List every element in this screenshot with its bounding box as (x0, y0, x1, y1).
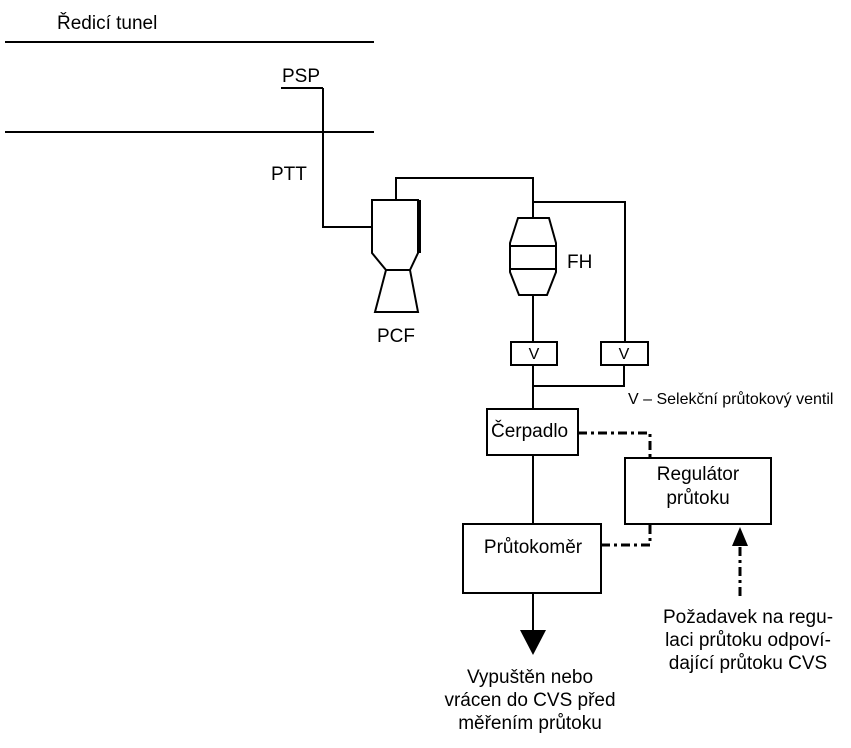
psp-label: PSP (282, 66, 320, 87)
ptt-label: PTT (271, 164, 307, 185)
pcf-outlet-pipe (395, 177, 534, 202)
valve-legend: V – Selekční průtokový ventil (628, 390, 833, 408)
fh-label: FH (567, 252, 592, 273)
discharge-text-line1: Vypuštěn nebo (467, 667, 593, 688)
fh-filter-holder (509, 217, 557, 296)
discharge-arrow (520, 630, 546, 655)
regulator-label-line2: průtoku (666, 488, 729, 509)
pump-control-signal (578, 431, 652, 458)
ptt-transfer-tube (322, 88, 372, 228)
request-signal-arrow (732, 527, 748, 546)
valve-left-label: V (529, 346, 540, 363)
regulator-label-line1: Regulátor (657, 464, 740, 485)
discharge-text-line3: měřením průtoku (458, 713, 602, 734)
flowmeter-signal (601, 524, 652, 547)
request-text-line2: laci průtoku odpoví- (665, 630, 831, 651)
discharge-text-line2: vrácen do CVS před (444, 690, 615, 711)
flowmeter-label: Průtokoměr (484, 537, 583, 558)
request-text-line1: Požadavek na regu- (663, 607, 833, 628)
flowmeter-box (462, 523, 602, 594)
request-text-line3: dající průtoku CVS (669, 653, 827, 674)
valve-right-outlet (533, 365, 625, 387)
pcf-cyclone (371, 199, 420, 313)
valve-right-label: V (619, 346, 630, 363)
regulator-box (624, 457, 772, 525)
bypass-pipe (533, 201, 626, 342)
pcf-label: PCF (377, 326, 415, 347)
pump-label: Čerpadlo (491, 420, 568, 442)
tunnel-label: Ředicí tunel (57, 12, 157, 34)
